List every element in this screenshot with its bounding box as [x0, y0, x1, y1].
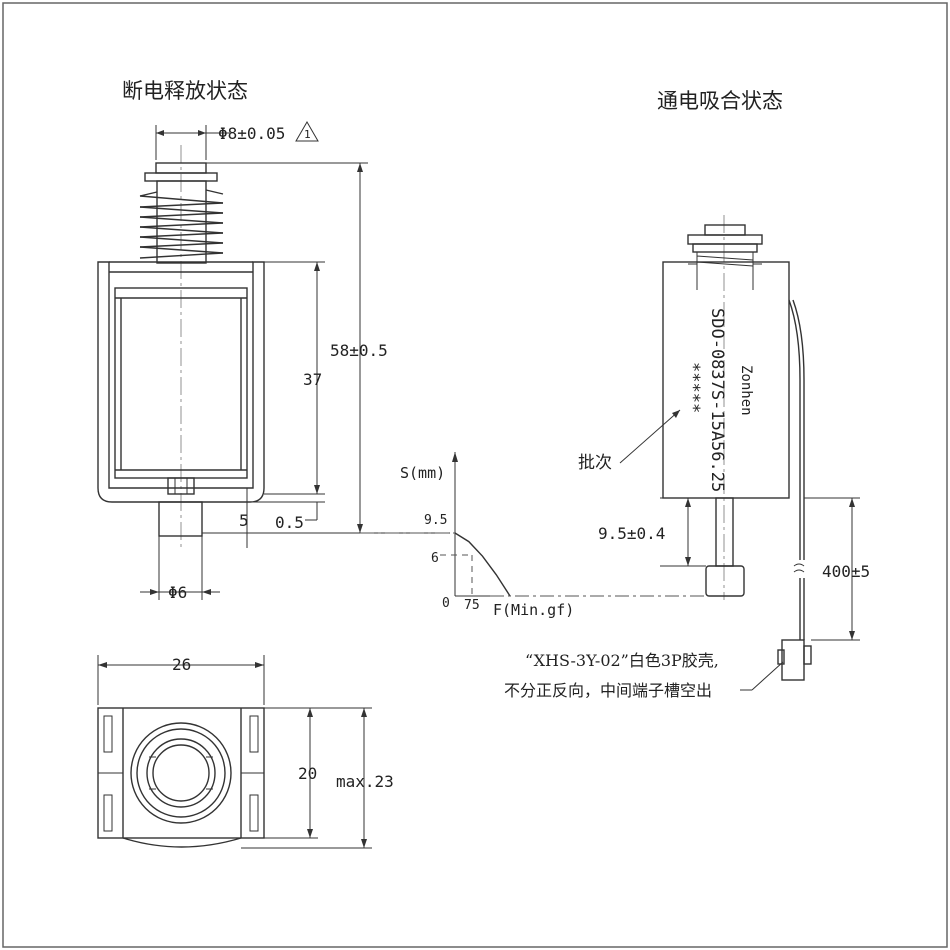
length-0-5-label: 0.5 — [275, 513, 304, 532]
s-axis-label: S(mm) — [400, 464, 445, 482]
force-curve — [454, 532, 511, 597]
end-view: 26 20 max.23 — [97, 655, 394, 849]
length-5-label: 5 — [239, 511, 249, 530]
length-37-label: 37 — [303, 370, 322, 389]
end-view-outer-ring — [130, 722, 232, 824]
svg-text:1: 1 — [304, 128, 311, 141]
diameter-6-label: Φ6 — [168, 583, 187, 602]
tick-9-5: 9.5 — [424, 513, 447, 528]
batch-leader-line — [619, 409, 681, 464]
tick-0: 0 — [442, 596, 450, 611]
released-state-title: 断电释放状态 — [122, 79, 248, 103]
max-23-label: max.23 — [336, 772, 394, 791]
model-number-label: SDO-0837S-15A56.25 — [707, 308, 727, 492]
batch-label: 批次 — [578, 453, 612, 473]
plunger-tip — [158, 501, 203, 537]
width-26-label: 26 — [172, 655, 191, 674]
wire-break-icon — [793, 563, 805, 573]
end-view-bore — [152, 744, 210, 802]
connector-note-line-1: “XHS-3Y-02”白色3P胶壳, — [525, 651, 719, 670]
stroke-9-5-label: 9.5±0.4 — [598, 524, 665, 543]
tick-75: 75 — [464, 598, 480, 613]
released-state-view: Φ8±0.05 1 58±0.5 37 5 0.5 Φ6 — [97, 121, 450, 602]
length-58-label: 58±0.5 — [330, 341, 388, 360]
connector-leader-line — [751, 661, 784, 691]
brand-label: Zonhen — [738, 365, 754, 416]
connector-housing — [781, 639, 805, 681]
energized-plunger-rod — [715, 497, 734, 567]
tick-6: 6 — [431, 551, 439, 566]
warning-triangle-icon — [295, 121, 319, 142]
energized-plunger-cap — [704, 224, 746, 236]
wire-400-label: 400±5 — [822, 562, 870, 581]
height-20-label: 20 — [298, 764, 317, 783]
force-stroke-chart: S(mm) F(Min.gf) 9.5 6 0 75 — [400, 452, 574, 619]
lead-wire — [788, 299, 801, 560]
energized-plunger-tip — [705, 565, 745, 597]
energized-state-view: Zonhen SDO-0837S-15A56.25 ***** 批次 9.5±0… — [504, 215, 870, 700]
bottom-bushing — [167, 477, 195, 495]
energized-state-title: 通电吸合状态 — [657, 89, 783, 113]
connector-note-line-2: 不分正反向，中间端子槽空出 — [504, 681, 712, 700]
f-axis-label: F(Min.gf) — [493, 601, 574, 619]
batch-stars-label: ***** — [683, 362, 703, 413]
diameter-8-label: Φ8±0.05 — [218, 124, 285, 143]
return-spring — [139, 189, 224, 259]
